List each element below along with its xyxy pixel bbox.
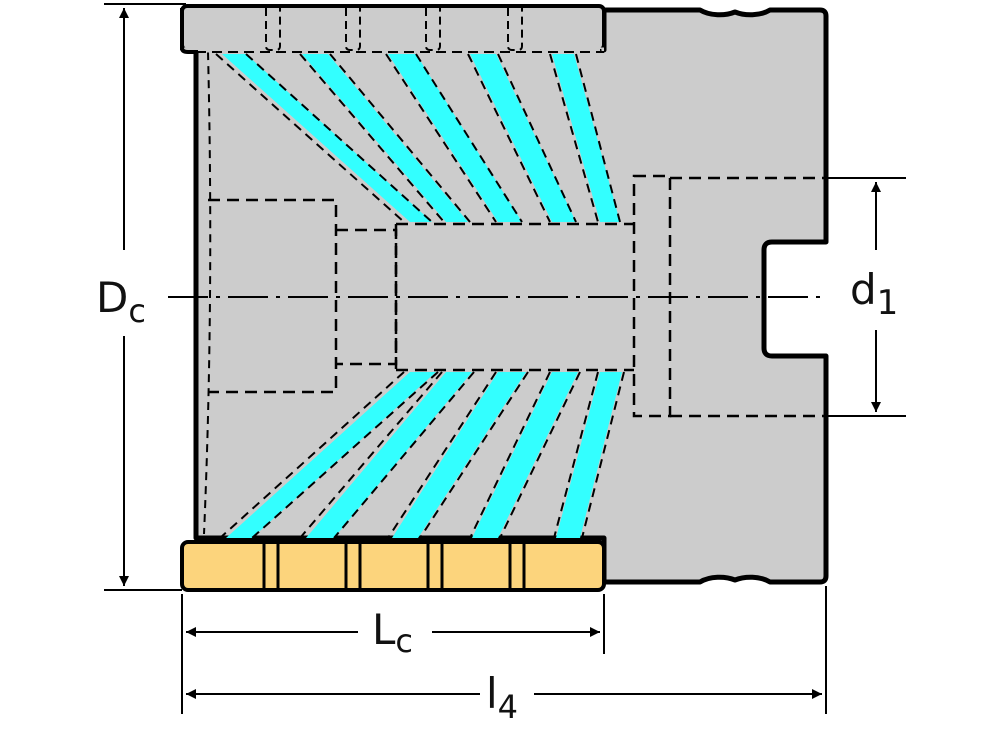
dimension-label-Dc: Dc <box>96 273 146 330</box>
coolant-channels-top <box>215 53 621 223</box>
dimension-Dc: Dc <box>96 8 146 586</box>
bottom-insert-strip <box>180 540 606 592</box>
coolant-channels-bottom <box>219 371 625 539</box>
top-insert-strip <box>180 4 606 54</box>
hidden-bore-lines <box>208 174 826 418</box>
extension-lines <box>104 3 906 714</box>
dimension-l4: l4 <box>186 669 822 726</box>
dimension-d1: d1 <box>850 182 898 412</box>
dimension-label-d1: d1 <box>850 265 898 323</box>
dimension-label-Lc: Lc <box>372 605 413 660</box>
dimension-label-l4: l4 <box>486 669 518 726</box>
dimension-Lc: Lc <box>186 605 600 660</box>
